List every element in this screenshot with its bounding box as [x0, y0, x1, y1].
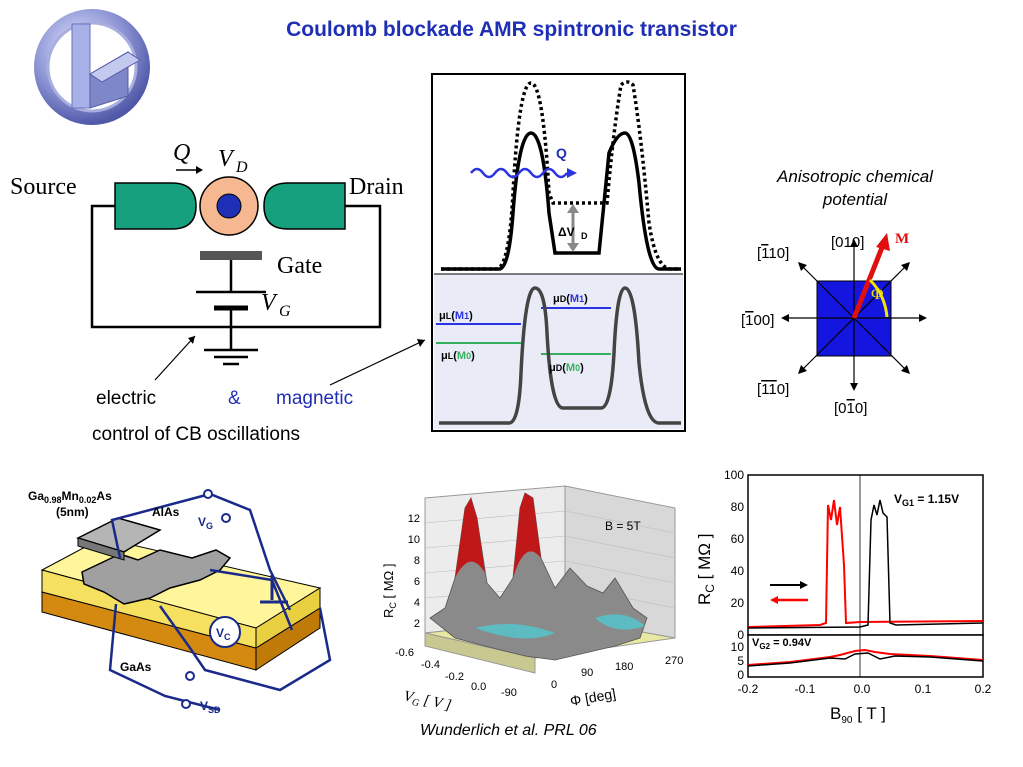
gate-electrode — [200, 251, 262, 260]
q-label: Q — [173, 140, 190, 166]
page-title: Coulomb blockade AMR spintronic transist… — [286, 18, 737, 41]
svg-text:D: D — [581, 231, 588, 241]
vc-meter — [209, 616, 241, 648]
svg-text:12: 12 — [408, 513, 420, 525]
alas-label: AlAs — [152, 505, 180, 519]
sweep-up-curve — [747, 499, 984, 629]
vg-label: V — [261, 290, 278, 316]
svg-text:-0.2: -0.2 — [445, 671, 464, 683]
svg-text:8: 8 — [414, 555, 420, 567]
svg-text:0.0: 0.0 — [854, 682, 871, 696]
svg-text:6: 6 — [414, 576, 420, 588]
phi-axis-label: Φ [deg] — [569, 685, 617, 709]
svg-text:0.0: 0.0 — [471, 681, 486, 693]
b-field-label: B = 5T — [605, 519, 641, 533]
rc-y-axis-label: RC [ MΩ ] — [695, 534, 717, 605]
svg-text:40: 40 — [731, 564, 745, 578]
svg-text:D: D — [235, 159, 248, 176]
svg-text:0.2: 0.2 — [975, 682, 992, 696]
sweep-down-curve — [747, 499, 984, 628]
lower-barrier-profile — [439, 286, 681, 425]
control-amp: & — [228, 388, 241, 409]
mu-d-m0-label: μD(M0) — [549, 362, 584, 374]
svg-text:-0.4: -0.4 — [421, 659, 440, 671]
svg-text:-0.6: -0.6 — [395, 647, 414, 659]
barrier-profile-solid — [441, 131, 681, 271]
svg-text:0: 0 — [551, 679, 557, 691]
delta-vd-label: ΔV — [558, 225, 575, 239]
source-label: Source — [10, 174, 77, 200]
mu-l-m0-label: μL(M0) — [441, 350, 475, 362]
source-lead — [114, 182, 197, 230]
device-schematic: Ga0.98Mn0.02As (5nm) AlAs GaAs VG VC VSD — [28, 489, 332, 715]
svg-text:100: 100 — [724, 468, 744, 482]
svg-text:60: 60 — [731, 532, 745, 546]
svg-text:-90: -90 — [501, 687, 517, 699]
mu-l-m1-label: μL(M1) — [439, 310, 473, 322]
dir-bottom-label: [010] — [834, 400, 867, 417]
thickness-label: (5nm) — [56, 505, 89, 519]
rc-x-axis-label: B90 [ T ] — [830, 704, 886, 725]
dir-left-label: [100] — [741, 312, 774, 329]
control-magnetic: magnetic — [276, 388, 354, 409]
vd-label: V — [218, 146, 235, 172]
circuit-wire — [90, 204, 382, 329]
upper-plot-frame — [747, 474, 984, 636]
svg-text:G: G — [279, 303, 291, 320]
lower-plot-frame — [747, 634, 984, 678]
phi-arc — [868, 278, 889, 318]
z-axis-label: RC [ MΩ ] — [381, 564, 398, 619]
dir-bl-label: [110] — [757, 381, 789, 398]
control-caption: control of CB oscillations — [92, 424, 301, 445]
sweep-up-curve-lower — [747, 652, 984, 667]
drain-label: Drain — [349, 174, 404, 200]
gate-label: Gate — [277, 253, 322, 279]
lower-curves — [747, 648, 984, 667]
svg-text:80: 80 — [731, 500, 745, 514]
svg-text:10: 10 — [731, 640, 745, 654]
svg-text:180: 180 — [615, 661, 633, 673]
svg-text:0: 0 — [737, 668, 744, 682]
potential-panel: Q ΔV D μL(M1) μL(M0) μD(M1) μD(M0) — [431, 73, 686, 432]
circuit-diagram: Source Drain Gate Q V D V G — [10, 140, 426, 386]
svg-text:10: 10 — [408, 534, 420, 546]
svg-text:4: 4 — [414, 597, 420, 609]
svg-text:2: 2 — [414, 618, 420, 630]
phi-label: Φ — [871, 284, 883, 303]
control-electric: electric — [96, 388, 157, 409]
crystal-axes-diagram: M Φ [010] [110] [100] [110] [010] — [741, 231, 927, 417]
m-label: M — [895, 231, 909, 247]
svg-text:-0.1: -0.1 — [795, 682, 816, 696]
drain-lead — [263, 182, 346, 230]
svg-text:20: 20 — [731, 596, 745, 610]
surface-plot: 12 10 8 6 4 2 RC [ MΩ ] B = 5T -0.6 -0.4… — [381, 485, 683, 716]
dir-top-label: [010] — [831, 234, 864, 251]
svg-text:5: 5 — [737, 654, 744, 668]
svg-text:0.1: 0.1 — [915, 682, 932, 696]
vg-axis-label: VG [ V ] — [402, 688, 453, 716]
gamnas-channel — [81, 549, 232, 605]
charge-dot — [216, 193, 242, 219]
upper-curves — [747, 499, 984, 629]
mu-d-m1-label: μD(M1) — [553, 293, 588, 305]
dir-tl-label: [110] — [757, 245, 789, 262]
svg-text:0: 0 — [737, 628, 744, 642]
gaas-label: GaAs — [120, 660, 152, 674]
gamnas-label: Ga0.98Mn0.02As — [28, 489, 112, 505]
citation: Wunderlich et al. PRL 06 — [420, 722, 597, 739]
svg-text:90: 90 — [581, 667, 593, 679]
logo — [34, 9, 150, 125]
vg-terminal-label: VG — [198, 515, 213, 531]
svg-text:-0.2: -0.2 — [738, 682, 759, 696]
wave-arrow — [470, 167, 568, 179]
q-wave-label: Q — [556, 145, 567, 161]
rc-field-plot: VG1 = 1.15V VG2 = 0.94V 100 80 60 40 20 … — [695, 468, 992, 725]
sweep-down-curve-lower — [747, 648, 984, 666]
magnetization-arrow — [851, 244, 886, 319]
anisotropic-title: Anisotropic chemical potential — [777, 167, 933, 209]
vsd-terminal-label: VSD — [200, 699, 221, 715]
svg-text:270: 270 — [665, 655, 683, 667]
